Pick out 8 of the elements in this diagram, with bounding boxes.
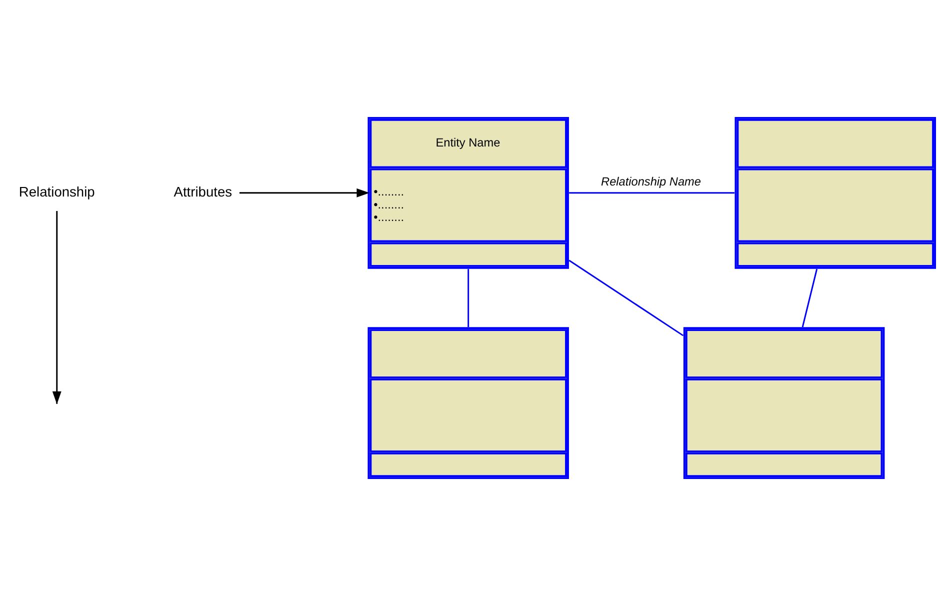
arrow xyxy=(239,188,370,198)
connector xyxy=(568,260,684,336)
connector xyxy=(569,192,734,194)
node-text: Attributes xyxy=(174,184,232,200)
connector xyxy=(802,268,818,328)
node-text: Relationship xyxy=(18,184,95,200)
connector xyxy=(468,269,470,328)
edge-label: Relationship Name xyxy=(601,174,701,189)
